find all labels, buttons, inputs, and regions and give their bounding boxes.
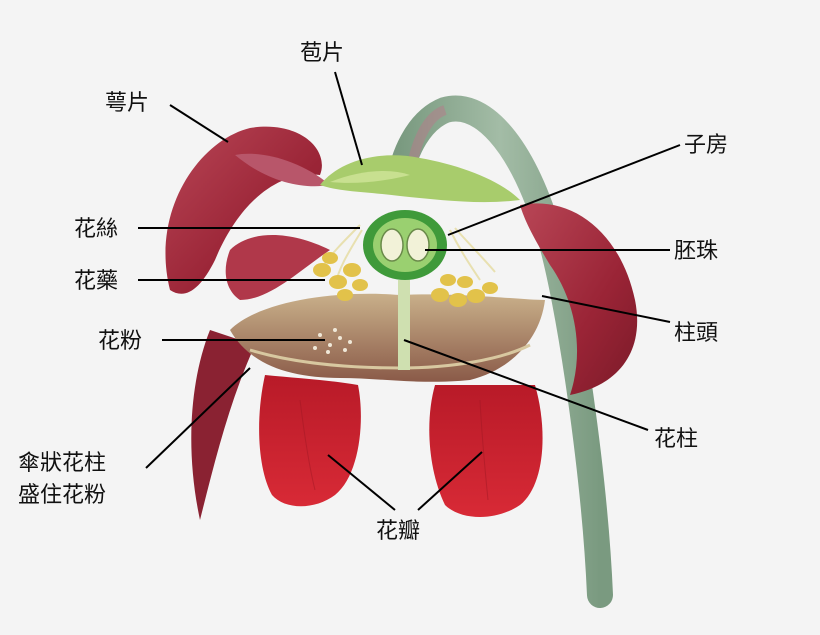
pollen-grains bbox=[313, 328, 352, 354]
labels: 苞片 萼片 子房 花絲 胚珠 花藥 柱頭 花粉 花柱 傘狀花柱 盛住花粉 花瓣 bbox=[18, 41, 728, 544]
label-style: 花柱 bbox=[654, 427, 698, 452]
sepal-lower-left bbox=[191, 330, 255, 520]
style-column bbox=[398, 280, 410, 370]
label-pollen: 花粉 bbox=[98, 329, 142, 354]
leader-sepal bbox=[169, 104, 229, 143]
label-umbrella-style-line1: 傘狀花柱 bbox=[18, 451, 106, 476]
sepal-right bbox=[520, 203, 638, 395]
leader-bract bbox=[334, 71, 363, 166]
leader-style bbox=[403, 339, 649, 431]
label-ovule: 胚珠 bbox=[674, 239, 718, 264]
label-bract: 苞片 bbox=[300, 41, 344, 66]
petals bbox=[259, 375, 543, 518]
ovules bbox=[380, 228, 430, 262]
label-anther: 花藥 bbox=[74, 269, 118, 294]
label-petal: 花瓣 bbox=[376, 519, 420, 544]
label-sepal: 萼片 bbox=[105, 91, 149, 116]
sepal-left-inner bbox=[235, 153, 330, 187]
petal-right bbox=[429, 385, 543, 518]
anthers-left bbox=[313, 252, 368, 301]
leader-petal-left bbox=[327, 454, 396, 511]
petal-left bbox=[259, 375, 361, 507]
anthers-right bbox=[431, 274, 498, 307]
leader-petal-right bbox=[417, 451, 483, 511]
leader-lines bbox=[138, 71, 681, 511]
leader-stigma bbox=[541, 295, 671, 323]
label-ovary: 子房 bbox=[684, 133, 728, 158]
label-umbrella-style-line2: 盛住花粉 bbox=[18, 483, 106, 508]
label-filament: 花絲 bbox=[74, 217, 118, 242]
ovary bbox=[363, 210, 447, 280]
sepal-left-middle bbox=[225, 235, 330, 300]
leader-umbrella-style bbox=[145, 367, 251, 469]
leader-ovary bbox=[447, 144, 681, 236]
umbrella-style bbox=[230, 293, 545, 382]
label-stigma: 柱頭 bbox=[674, 321, 718, 346]
bract bbox=[320, 155, 520, 203]
